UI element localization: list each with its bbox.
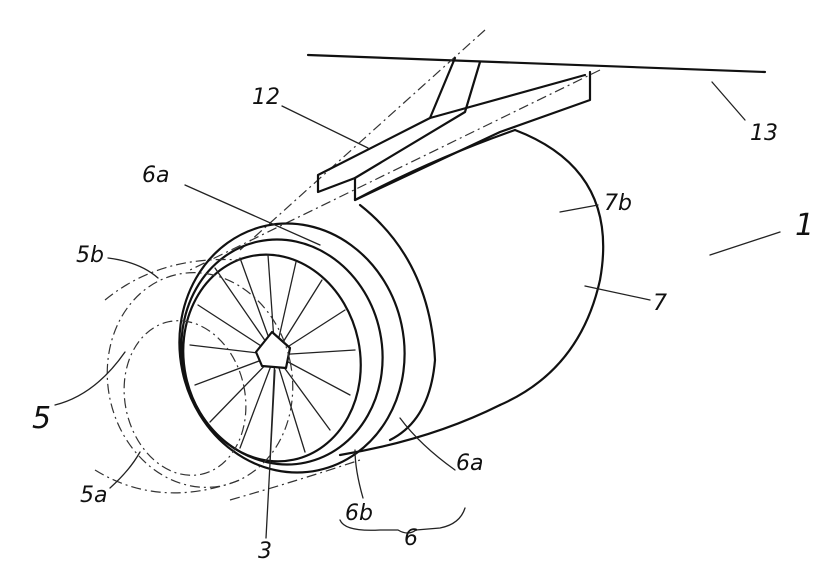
brace-6 <box>339 507 466 534</box>
leader-5 <box>54 351 126 406</box>
zone-5b-ellipse <box>106 272 294 488</box>
wing-line <box>306 53 767 74</box>
label-6b: 6b <box>345 501 373 526</box>
envelope-line-upper <box>239 29 486 251</box>
label-6a-top: 6a <box>142 163 169 188</box>
leader-3 <box>265 369 276 539</box>
leader-6a-top <box>184 184 321 246</box>
leader-12 <box>281 105 369 149</box>
nacelle-top-edge <box>353 128 517 202</box>
label-12: 12 <box>252 85 280 110</box>
label-13: 13 <box>750 121 778 146</box>
label-7: 7 <box>653 291 667 316</box>
zone-5b-arc <box>104 258 241 301</box>
label-6: 6 <box>404 526 418 551</box>
leader-1 <box>709 231 781 256</box>
label-5: 5 <box>32 401 51 436</box>
spinner-cone <box>254 330 292 370</box>
label-5b: 5b <box>76 243 104 268</box>
leader-6a-bottom <box>399 417 456 471</box>
pylon-strut <box>428 73 587 120</box>
fan-disc <box>182 253 362 463</box>
label-5a: 5a <box>80 483 107 508</box>
leader-7b <box>559 204 599 213</box>
nacelle-side-edge <box>358 203 437 442</box>
label-1: 1 <box>795 208 814 243</box>
leader-5b <box>107 257 159 279</box>
pylon-inner-edge <box>353 60 482 180</box>
leader-5a <box>109 451 141 489</box>
pylon <box>316 56 592 202</box>
label-6a-bottom: 6a <box>456 451 483 476</box>
envelope-lower <box>229 459 361 501</box>
nacelle-rear-rim <box>498 128 605 407</box>
label-3: 3 <box>258 539 272 564</box>
leader-7 <box>584 285 651 301</box>
envelope-line-outer <box>189 69 601 271</box>
zone-5a-ellipse <box>123 320 247 476</box>
leader-13 <box>711 81 746 121</box>
label-7b: 7b <box>604 191 632 216</box>
leader-6b <box>354 449 364 499</box>
fan-cowl-lip <box>178 222 406 474</box>
